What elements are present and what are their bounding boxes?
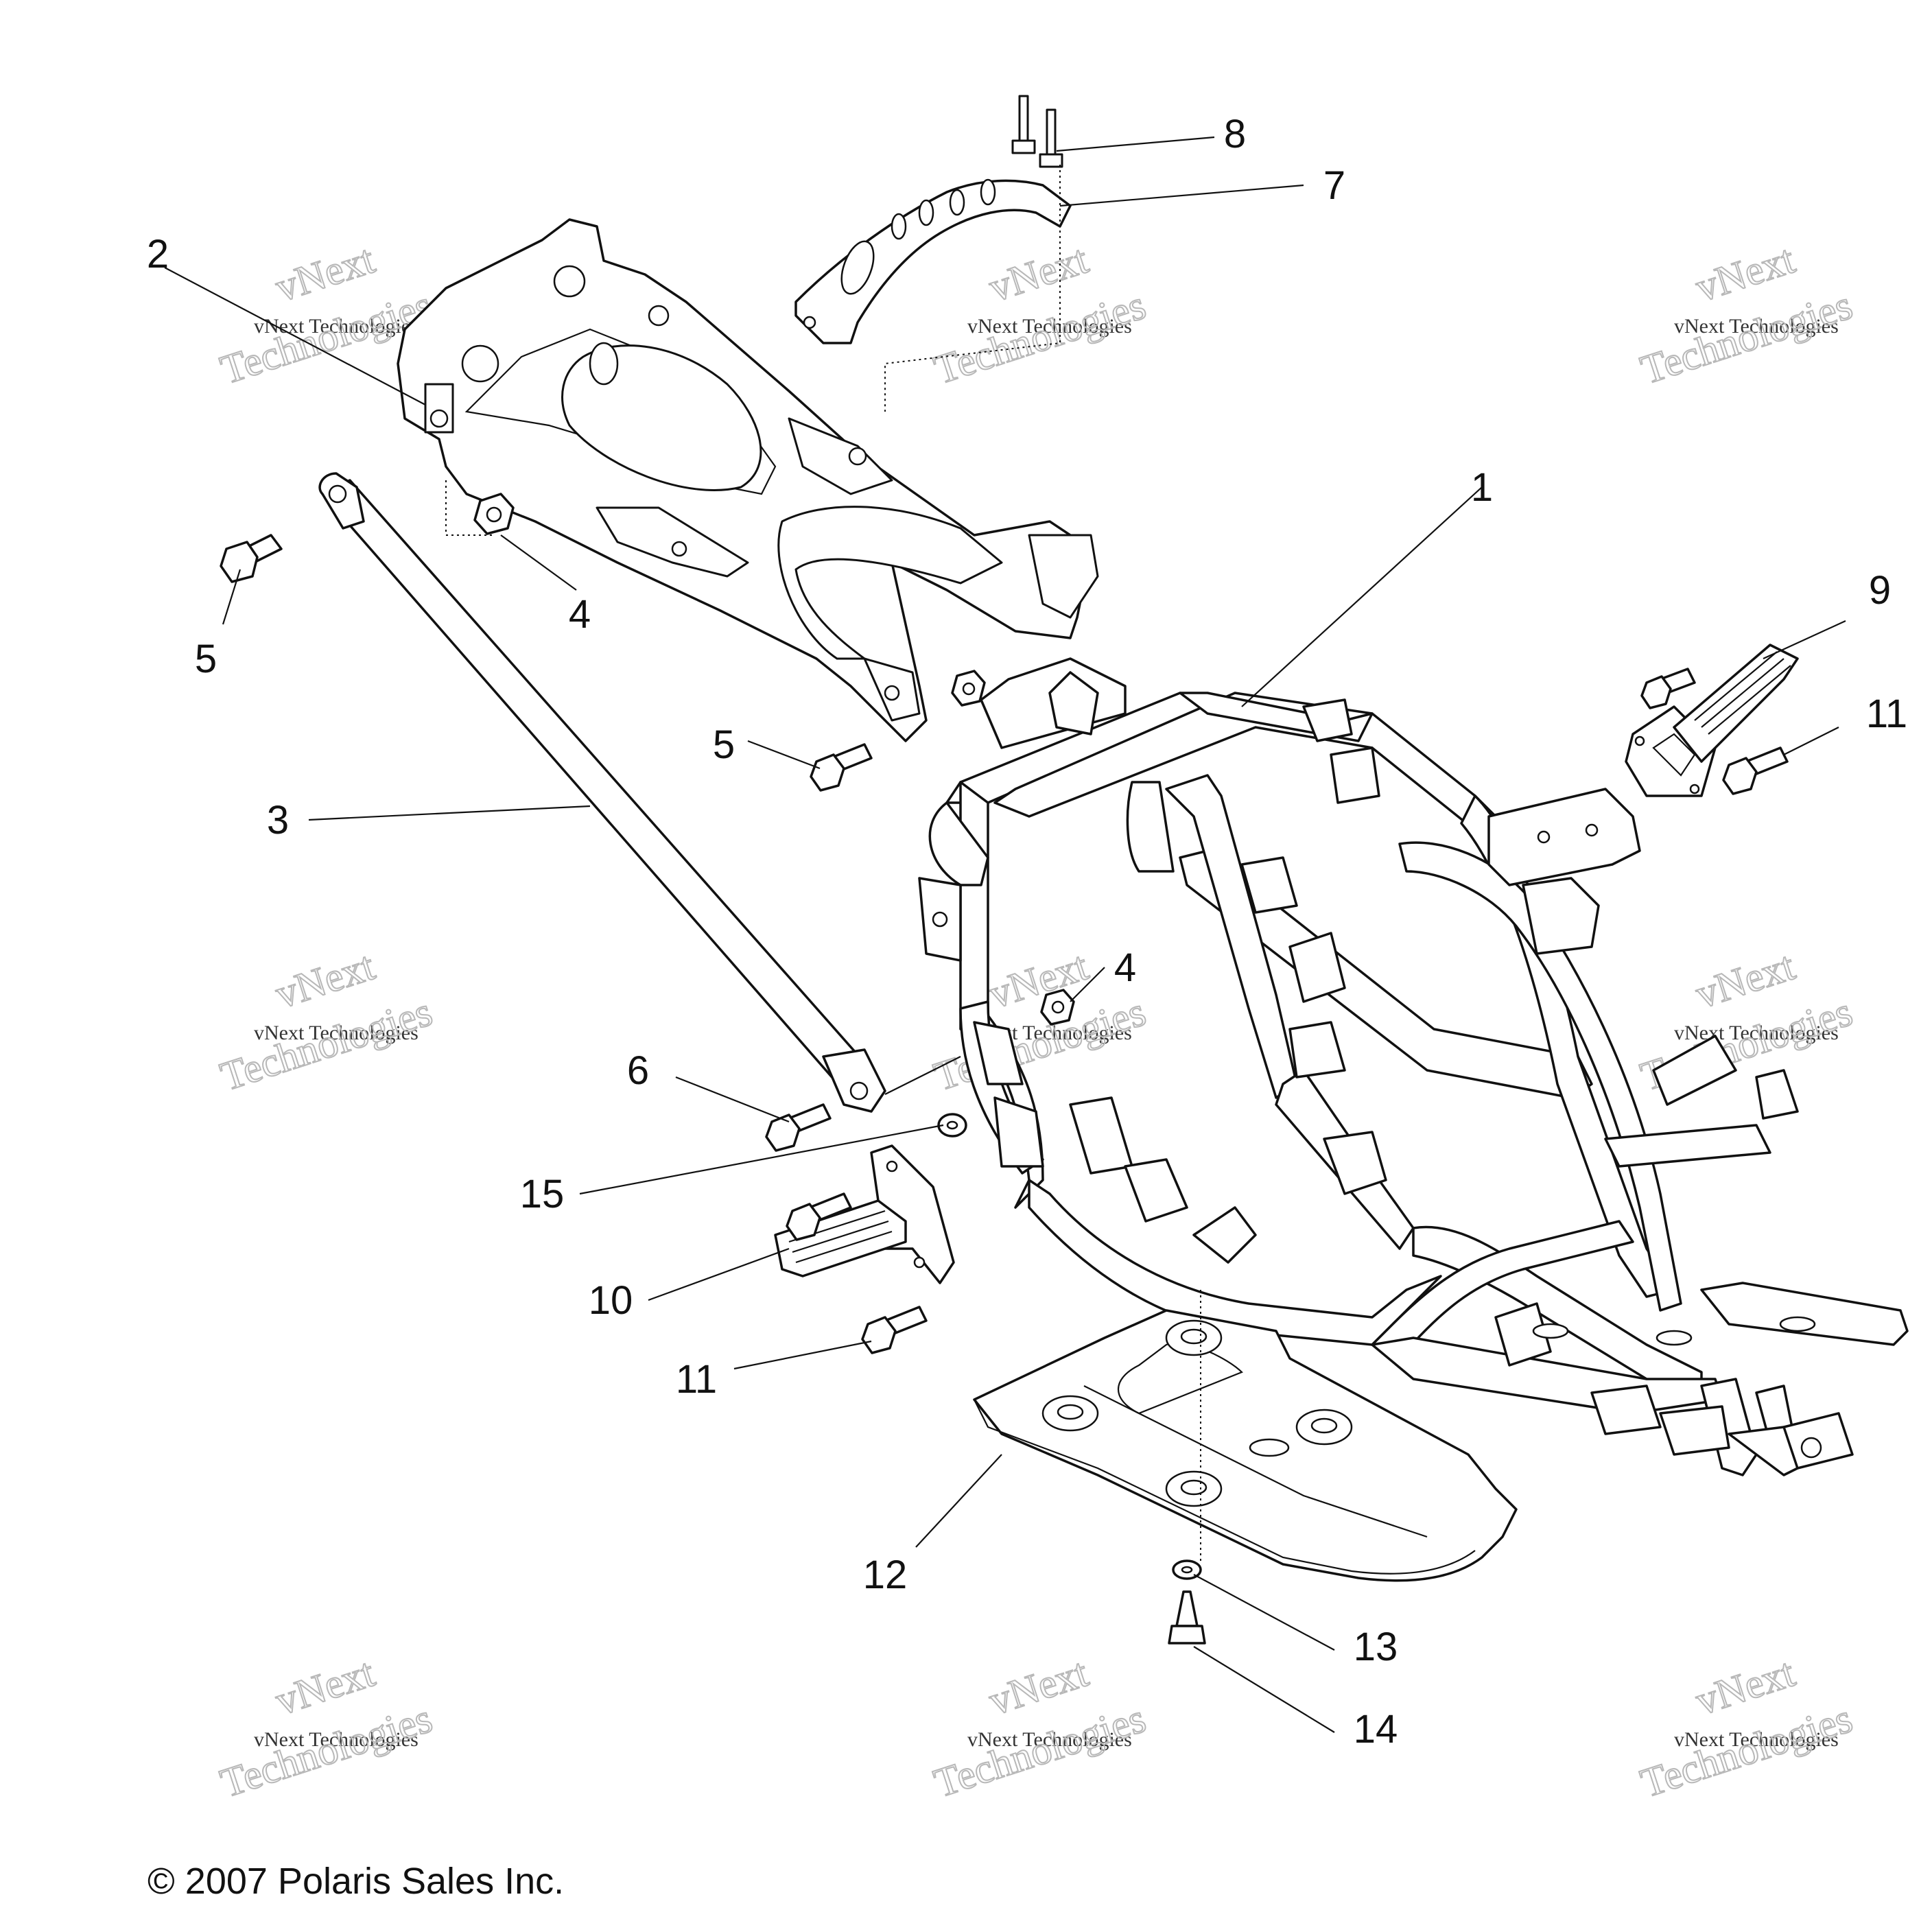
callout-5-center: 5 bbox=[713, 722, 735, 767]
part-6-bolt bbox=[765, 1103, 832, 1152]
watermark: vNext vNext Technologies Technologies bbox=[928, 235, 1152, 393]
callout-4-upper: 4 bbox=[569, 592, 591, 637]
callout-3: 3 bbox=[267, 798, 289, 843]
callout-2: 2 bbox=[147, 232, 169, 276]
part-1-main-frame bbox=[918, 657, 1909, 1476]
watermark-text: vNext Technologies bbox=[1674, 1728, 1839, 1751]
watermark: vNext vNext Technologies Technologies bbox=[215, 1649, 438, 1806]
part-4-nut-lower bbox=[1040, 989, 1075, 1026]
part-5-bolt-center bbox=[810, 743, 873, 792]
watermark-text: vNext Technologies bbox=[967, 315, 1132, 338]
callout-11-right: 11 bbox=[1866, 692, 1907, 736]
callouts: 1 2 3 4 4 5 5 6 7 8 9 10 11 11 12 13 14 … bbox=[147, 112, 1907, 1752]
part-10-left-footpeg bbox=[774, 1144, 955, 1284]
watermark-brand: vNext bbox=[984, 1649, 1094, 1723]
watermark-text: vNext Technologies bbox=[254, 1022, 419, 1044]
watermark: vNext vNext Technologies Technologies bbox=[1635, 235, 1859, 393]
part-15-washer bbox=[937, 1113, 967, 1138]
part-11-bolt-left bbox=[861, 1306, 928, 1354]
part-11-bolt-right bbox=[1722, 746, 1789, 795]
part-10-bolt-upper bbox=[786, 1192, 852, 1241]
part-4-nut-upper bbox=[473, 493, 515, 535]
callout-14: 14 bbox=[1354, 1707, 1398, 1752]
part-nut-center bbox=[951, 670, 986, 707]
callout-10: 10 bbox=[589, 1278, 633, 1323]
part-14-screw bbox=[1168, 1590, 1206, 1645]
watermark-brand: vNext bbox=[1690, 1649, 1800, 1723]
callout-4-lower: 4 bbox=[1114, 945, 1136, 990]
callout-15: 15 bbox=[520, 1172, 565, 1216]
callout-6: 6 bbox=[627, 1048, 649, 1093]
watermark: vNext vNext Technologies Technologies bbox=[1635, 1649, 1859, 1806]
callout-5-left: 5 bbox=[195, 637, 217, 681]
part-13-washer bbox=[1172, 1559, 1202, 1580]
watermark: vNext vNext Technologies Technologies bbox=[928, 1649, 1152, 1806]
callout-8: 8 bbox=[1224, 112, 1246, 156]
watermark-text: vNext Technologies bbox=[1674, 315, 1839, 338]
watermark-brand: vNext bbox=[270, 1649, 380, 1723]
watermark-brand: vNext bbox=[984, 943, 1094, 1017]
callout-1: 1 bbox=[1471, 465, 1493, 510]
assembly-lines bbox=[445, 165, 1201, 1564]
part-5-bolt-left bbox=[220, 534, 283, 583]
copyright-text: © 2007 Polaris Sales Inc. bbox=[148, 1861, 564, 1902]
leader-lines bbox=[164, 136, 1846, 1733]
watermark-brand: vNext bbox=[984, 236, 1094, 310]
watermark-brand: vNext bbox=[270, 943, 380, 1017]
watermark-text: vNext Technologies bbox=[254, 1728, 419, 1751]
part-9-bolt bbox=[1640, 668, 1696, 709]
watermark-brand: vNext bbox=[1690, 943, 1800, 1017]
callout-12: 12 bbox=[863, 1553, 908, 1597]
watermark-text: vNext Technologies bbox=[1674, 1022, 1839, 1044]
callout-11-left: 11 bbox=[676, 1357, 717, 1402]
callout-7: 7 bbox=[1323, 163, 1345, 208]
part-8-bolts bbox=[1011, 95, 1063, 168]
part-9-right-footpeg bbox=[1625, 644, 1799, 797]
watermark: vNext vNext Technologies Technologies bbox=[215, 942, 438, 1100]
part-3-tube-brace bbox=[318, 472, 886, 1113]
watermark-text: vNext Technologies bbox=[967, 1728, 1132, 1751]
part-2-rear-subframe bbox=[397, 218, 1099, 742]
part-7-rack-bracket bbox=[794, 178, 1072, 344]
watermark-text: vNext Technologies bbox=[254, 315, 419, 338]
callout-9: 9 bbox=[1869, 568, 1891, 613]
part-12-skid-plate bbox=[973, 1309, 1518, 1582]
watermark-brand: vNext bbox=[270, 236, 380, 310]
watermark-brand: vNext bbox=[1690, 236, 1800, 310]
callout-13: 13 bbox=[1354, 1625, 1398, 1669]
